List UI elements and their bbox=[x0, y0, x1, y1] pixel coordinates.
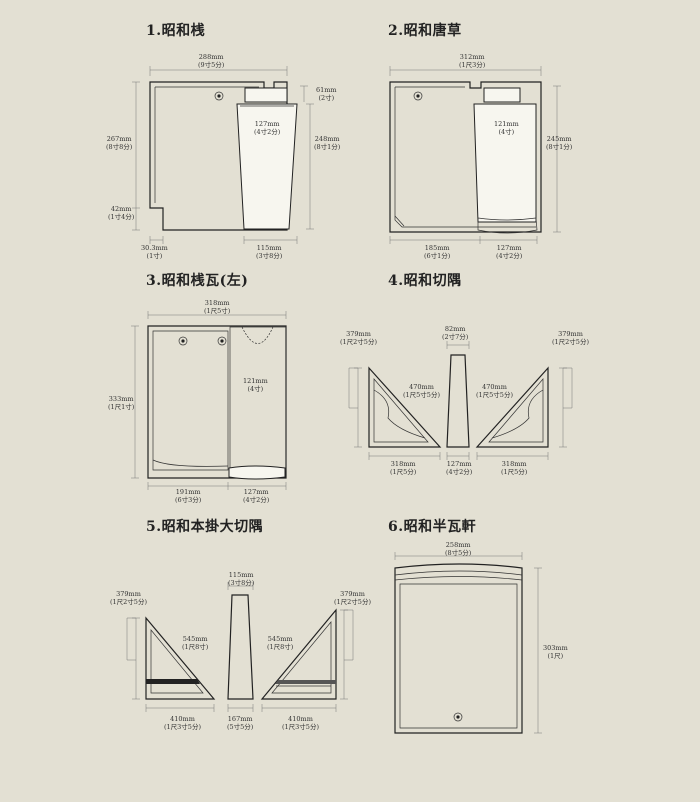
section-title-showa-honkake-oogirisumi: 5.昭和本掛大切隅 bbox=[146, 519, 264, 535]
dim-label: 121mm(4寸) bbox=[494, 120, 519, 136]
drawing-showa-kirisumi bbox=[348, 341, 573, 460]
dim-label: 191mm(6寸3分) bbox=[175, 488, 202, 504]
section-title-showa-sangawara: 3.昭和桟瓦(左) bbox=[146, 273, 249, 289]
dim-label: 185mm(6寸1分) bbox=[424, 244, 451, 260]
dim-label: 258mm(8寸5分) bbox=[445, 541, 472, 557]
dim-label: 379mm(1尺2寸5分) bbox=[334, 590, 371, 606]
section-title-showa-kirisumi: 4.昭和切隅 bbox=[388, 273, 462, 289]
dim-label: 379mm(1尺2寸5分) bbox=[110, 590, 147, 606]
dim-label: 42mm(1寸4分) bbox=[108, 205, 135, 221]
dim-label: 127mm(4寸2分) bbox=[446, 460, 473, 476]
dim-label: 30.3mm(1寸) bbox=[141, 244, 168, 260]
dim-label: 545mm(1尺8寸) bbox=[267, 635, 294, 651]
section-title-showa-san: 1.昭和桟 bbox=[146, 23, 206, 39]
dim-label: 470mm(1尺5寸5分) bbox=[403, 383, 440, 399]
section-title-showa-karakusa: 2.昭和唐草 bbox=[388, 23, 462, 39]
dim-label: 127mm(4寸2分) bbox=[243, 488, 270, 504]
dim-label: 127mm(4寸2分) bbox=[496, 244, 523, 260]
dim-label: 312mm(1尺3分) bbox=[459, 53, 486, 69]
dim-label: 470mm(1尺5寸5分) bbox=[476, 383, 513, 399]
drawing-showa-honkake-oogirisumi bbox=[126, 582, 354, 712]
dim-label: 82mm(2寸7分) bbox=[442, 325, 469, 341]
dim-label: 303mm(1尺) bbox=[543, 644, 568, 660]
dim-label: 248mm(8寸1分) bbox=[314, 135, 341, 151]
dim-label: 267mm(8寸8分) bbox=[106, 135, 133, 151]
dim-label: 121mm(4寸) bbox=[243, 377, 268, 393]
drawing-showa-san bbox=[132, 66, 314, 244]
dim-label: 410mm(1尺3寸5分) bbox=[282, 715, 319, 731]
dim-label: 318mm(1尺5分) bbox=[390, 460, 417, 476]
dim-label: 333mm(1尺1寸) bbox=[108, 395, 135, 411]
dim-label: 245mm(8寸1分) bbox=[546, 135, 573, 151]
section-title-showa-hangawara-noki: 6.昭和半瓦軒 bbox=[388, 519, 477, 535]
dim-label: 288mm(9寸5分) bbox=[198, 53, 225, 69]
dim-label: 318mm(1尺5分) bbox=[501, 460, 528, 476]
dim-label: 379mm(1尺2寸5分) bbox=[340, 330, 377, 346]
dim-label: 115mm(3寸8分) bbox=[228, 571, 255, 587]
dim-label: 379mm(1尺2寸5分) bbox=[552, 330, 589, 346]
drawing-showa-hangawara-noki bbox=[394, 552, 542, 734]
dim-label: 318mm(1尺5寸) bbox=[204, 299, 231, 315]
dim-label: 545mm(1尺8寸) bbox=[182, 635, 209, 651]
dim-label: 410mm(1尺3寸5分) bbox=[164, 715, 201, 731]
dim-label: 115mm(3寸8分) bbox=[256, 244, 283, 260]
drawing-showa-sangawara bbox=[131, 311, 287, 490]
dim-label: 61mm(2寸) bbox=[316, 86, 337, 102]
drawing-showa-karakusa bbox=[389, 66, 561, 244]
dim-label: 167mm(5寸5分) bbox=[227, 715, 254, 731]
dim-label: 127mm(4寸2分) bbox=[254, 120, 281, 136]
